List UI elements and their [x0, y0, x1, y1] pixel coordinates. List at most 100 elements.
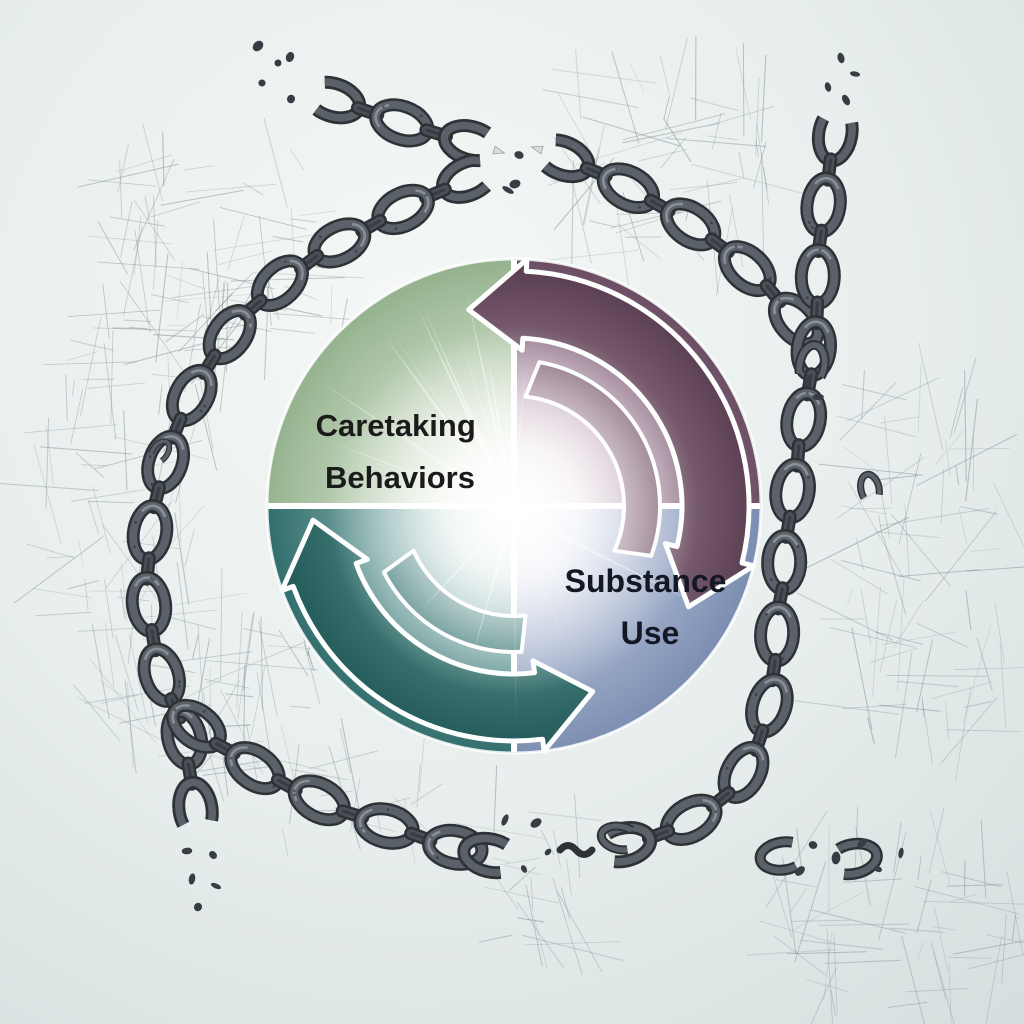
- scribble-line: [46, 555, 74, 559]
- scribble-line: [875, 531, 941, 539]
- scribble-line: [299, 210, 336, 217]
- chain-speckle: [769, 578, 773, 582]
- scribble-line: [119, 160, 123, 218]
- scribble-line: [217, 250, 272, 266]
- scribble-line: [525, 884, 543, 967]
- scribble-line: [204, 678, 250, 689]
- scribble-line: [213, 219, 220, 312]
- scribble-line: [971, 547, 1002, 552]
- scribble-line: [33, 443, 62, 545]
- scribble-line: [761, 153, 765, 261]
- scribble-line: [818, 463, 924, 476]
- scribble-line: [622, 113, 726, 141]
- scribble-line: [898, 452, 922, 544]
- chain-link-broken-body: [825, 840, 881, 878]
- scribble-line: [898, 569, 980, 577]
- scribble-line: [894, 652, 913, 758]
- scribble-line: [290, 206, 295, 265]
- scribble-line: [250, 664, 266, 737]
- chain-debris: [181, 847, 193, 855]
- flare-ray: [511, 508, 710, 611]
- chain-speckle: [272, 785, 276, 789]
- flare-ray: [512, 507, 584, 517]
- scribble-line: [949, 386, 964, 439]
- scribble-line: [826, 928, 833, 1024]
- scribble-line: [206, 252, 212, 321]
- flare-ray: [460, 338, 515, 512]
- scribble-line: [123, 410, 128, 491]
- chain-speckle: [360, 826, 364, 830]
- chain-link-highlight: [773, 296, 820, 346]
- scribble-line: [87, 382, 146, 389]
- scribble-line: [87, 179, 157, 187]
- scribble-line: [91, 624, 110, 720]
- chain-link-broken: [596, 821, 644, 855]
- scribble-line: [67, 309, 160, 317]
- chain-link-highlight: [130, 576, 168, 633]
- scribble-line: [916, 622, 969, 648]
- scribble-line: [102, 524, 168, 613]
- label-line: Use: [621, 615, 680, 651]
- scribble-line: [120, 588, 126, 620]
- chain-speckle: [150, 483, 154, 486]
- scribble-line: [841, 560, 921, 582]
- scribble-line: [960, 506, 998, 515]
- scribble-line: [508, 866, 536, 891]
- scribble-line: [534, 918, 548, 970]
- chain-speckle: [429, 835, 433, 839]
- scribble-line: [535, 249, 639, 262]
- scribble-line: [861, 369, 865, 420]
- flare-ray: [511, 360, 527, 512]
- scribble-line: [711, 112, 722, 150]
- scribble-line: [92, 486, 111, 554]
- chain-speckle: [173, 708, 177, 712]
- scribble-line: [258, 621, 278, 717]
- scribble-line: [103, 578, 114, 639]
- scribble-line: [738, 152, 745, 179]
- scribble-line: [621, 122, 720, 144]
- chain-link-broken-body: [858, 472, 882, 506]
- scribble-line: [829, 627, 916, 648]
- scribble-line: [120, 201, 133, 258]
- scribble-line: [905, 987, 968, 993]
- chain-speckle: [714, 810, 718, 814]
- chain-speckle: [394, 227, 398, 230]
- scribble-line: [206, 638, 313, 684]
- scribble-line: [878, 514, 883, 539]
- scribble-line: [664, 38, 688, 130]
- scribble-line: [1001, 913, 1007, 985]
- scribble-line: [728, 194, 744, 268]
- chain-debris: [286, 94, 296, 104]
- label-line: Caretaking: [316, 408, 476, 443]
- scribble-line: [151, 201, 200, 218]
- scribble-line: [843, 446, 881, 474]
- chain-debris: [252, 40, 264, 52]
- scribble-line: [202, 276, 221, 342]
- scribble-line: [948, 893, 977, 903]
- scribble-line: [968, 954, 1024, 970]
- scribble-line: [330, 285, 333, 326]
- label-line: Substance: [565, 563, 727, 599]
- chain-debris: [808, 841, 818, 849]
- chain-link-broken-body: [149, 439, 171, 465]
- scribble-line: [904, 505, 910, 578]
- scribble-line: [735, 48, 752, 121]
- scribble-line: [191, 634, 199, 659]
- chain-speckle: [768, 277, 772, 280]
- scribble-line: [123, 319, 152, 323]
- scribble-line: [933, 951, 955, 1024]
- scribble-line: [669, 182, 738, 191]
- scribble-line: [139, 609, 218, 619]
- scribble-line: [133, 200, 176, 261]
- scribble-line: [953, 667, 1024, 670]
- scribble-line: [611, 51, 640, 144]
- scribble-line: [742, 43, 745, 136]
- scribble-line: [875, 631, 924, 645]
- chain-link-broken-body: [757, 838, 809, 874]
- chain-speckle: [248, 318, 252, 321]
- scribble-line: [197, 626, 204, 711]
- chain-debris: [544, 848, 552, 856]
- chain-speckle: [806, 476, 810, 479]
- scribble-line: [705, 135, 738, 141]
- scribble-line: [879, 704, 941, 712]
